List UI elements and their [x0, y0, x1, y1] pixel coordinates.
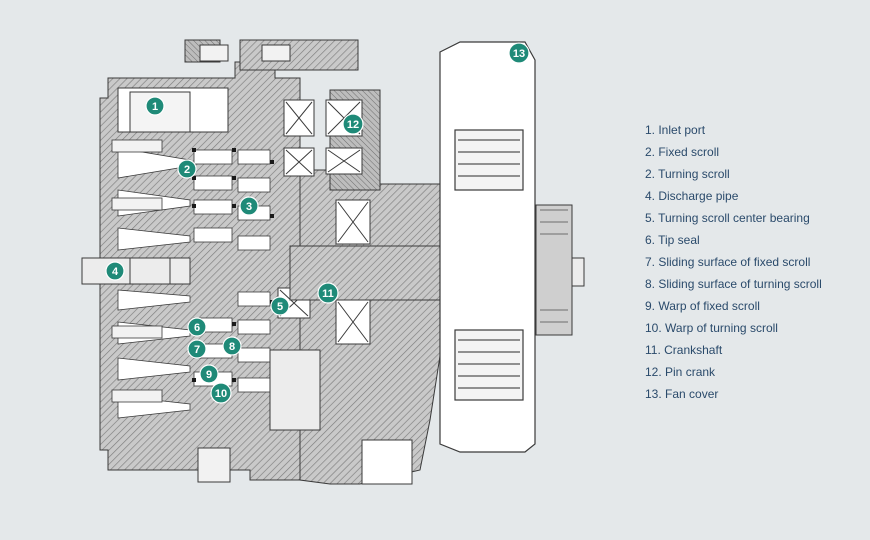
callout-6: 6 [187, 317, 207, 337]
svg-text:3: 3 [246, 201, 252, 213]
legend-item: 7. Sliding surface of fixed scroll [645, 255, 811, 269]
svg-text:1: 1 [152, 101, 158, 113]
legend-item: 8. Sliding surface of turning scroll [645, 277, 822, 291]
svg-text:13: 13 [513, 48, 525, 60]
svg-text:11: 11 [322, 288, 334, 300]
discharge-pipe [81, 257, 191, 285]
callout-7: 7 [187, 339, 207, 359]
legend-item: 6. Tip seal [645, 233, 700, 247]
svg-text:9: 9 [206, 369, 212, 381]
legend-item: 1. Inlet port [645, 123, 706, 137]
legend-item: 13. Fan cover [645, 387, 719, 401]
svg-text:10: 10 [215, 388, 227, 400]
legend-item: 4. Discharge pipe [645, 189, 739, 203]
housing-bolts [111, 139, 163, 403]
callout-3: 3 [239, 196, 259, 216]
legend-item: 2. Turning scroll [645, 167, 730, 181]
legend-item: 9. Warp of fixed scroll [645, 299, 760, 313]
legend-item: 5. Turning scroll center bearing [645, 211, 810, 225]
fan-cover [439, 41, 536, 453]
callout-2: 2 [177, 159, 197, 179]
svg-text:7: 7 [194, 344, 200, 356]
svg-text:5: 5 [277, 301, 283, 313]
callout-badges: 1 2 3 4 5 6 7 8 9 10 11 12 13 [105, 42, 530, 404]
callout-10: 10 [210, 382, 232, 404]
callout-12: 12 [342, 113, 364, 135]
callout-13: 13 [508, 42, 530, 64]
legend-item: 2. Fixed scroll [645, 145, 720, 159]
svg-text:4: 4 [112, 266, 119, 278]
legend-item: 10. Warp of turning scroll [645, 321, 778, 335]
callout-9: 9 [199, 364, 219, 384]
legend-item: 11. Crankshaft [645, 343, 723, 357]
legend-item: 12. Pin crank [645, 365, 716, 379]
svg-text:6: 6 [194, 322, 200, 334]
svg-text:8: 8 [229, 341, 235, 353]
parts-legend: 1. Inlet port 2. Fixed scroll 2. Turning… [645, 119, 822, 405]
callout-4: 4 [105, 261, 125, 281]
callout-5: 5 [270, 296, 290, 316]
svg-text:12: 12 [347, 119, 359, 131]
callout-1: 1 [145, 96, 165, 116]
svg-text:2: 2 [184, 164, 190, 176]
callout-8: 8 [222, 336, 242, 356]
callout-11: 11 [317, 282, 339, 304]
